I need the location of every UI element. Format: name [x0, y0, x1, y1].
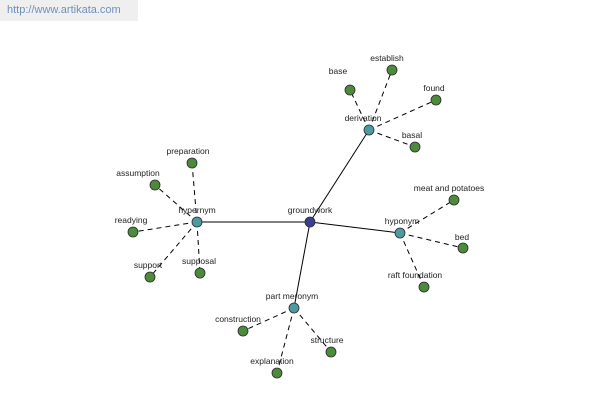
edge-groundwork-hyponym	[309, 221, 401, 234]
edge-hypernym-support	[149, 221, 198, 278]
leaf-label-base[interactable]: base	[329, 66, 348, 76]
leaf-label-structure[interactable]: structure	[310, 335, 343, 345]
category-label-hyponym[interactable]: hyponym	[385, 216, 420, 226]
leaf-node-assumption[interactable]	[149, 179, 161, 191]
leaf-label-supposal[interactable]: supposal	[182, 256, 216, 266]
leaf-label-construction[interactable]: construction	[215, 314, 261, 324]
leaf-node-supposal[interactable]	[194, 267, 206, 279]
leaf-node-base[interactable]	[344, 84, 356, 96]
site-url-watermark[interactable]: http://www.artikata.com	[0, 0, 138, 21]
edge-hyponym-bed	[399, 232, 464, 249]
center-label-groundwork[interactable]: groundwork	[288, 205, 333, 215]
edge-derivation-establish	[368, 69, 393, 131]
leaf-node-construction[interactable]	[237, 325, 249, 337]
edge-part-meronym-explanation	[276, 307, 295, 374]
leaf-node-basal[interactable]	[409, 141, 421, 153]
leaf-label-establish[interactable]: establish	[370, 53, 404, 63]
edge-groundwork-part-meronym	[293, 221, 311, 309]
category-node-derivation[interactable]	[363, 124, 375, 136]
category-label-part-meronym[interactable]: part meronym	[266, 291, 318, 301]
leaf-node-preparation[interactable]	[186, 157, 198, 169]
edge-part-meronym-construction	[242, 307, 295, 332]
leaf-node-support[interactable]	[144, 271, 156, 283]
category-node-part-meronym[interactable]	[288, 302, 300, 314]
edge-derivation-found	[368, 99, 437, 131]
leaf-node-explanation[interactable]	[271, 367, 283, 379]
edge-hypernym-assumption	[154, 184, 198, 223]
category-node-hypernym[interactable]	[191, 216, 203, 228]
leaf-node-raft-foundation[interactable]	[418, 281, 430, 293]
leaf-node-establish[interactable]	[386, 64, 398, 76]
leaf-label-basal[interactable]: basal	[402, 130, 422, 140]
leaf-label-meat-and-potatoes[interactable]: meat and potatoes	[414, 183, 484, 193]
edge-hyponym-meat-and-potatoes	[399, 199, 455, 234]
leaf-label-found[interactable]: found	[423, 83, 445, 93]
leaf-node-structure[interactable]	[325, 346, 337, 358]
category-label-derivation[interactable]: derivation	[345, 113, 382, 123]
edge-hypernym-readying	[132, 221, 198, 233]
leaf-label-bed[interactable]: bed	[455, 232, 469, 242]
category-node-hyponym[interactable]	[394, 227, 406, 239]
leaf-label-support[interactable]: support	[134, 260, 163, 270]
leaf-label-readying[interactable]: readying	[115, 215, 148, 225]
edge-groundwork-derivation	[309, 129, 370, 223]
center-node-groundwork[interactable]	[304, 216, 316, 228]
leaf-node-readying[interactable]	[127, 226, 139, 238]
leaf-node-meat-and-potatoes[interactable]	[448, 194, 460, 206]
leaf-label-raft-foundation[interactable]: raft foundation	[388, 270, 443, 280]
edge-part-meronym-structure	[293, 307, 332, 353]
leaf-label-assumption[interactable]: assumption	[116, 168, 160, 178]
leaf-label-explanation[interactable]: explanation	[250, 356, 294, 366]
leaf-label-preparation[interactable]: preparation	[166, 146, 209, 156]
edge-hyponym-raft-foundation	[399, 232, 425, 288]
edge-hypernym-preparation	[191, 162, 198, 223]
leaf-node-bed[interactable]	[457, 242, 469, 254]
edge-derivation-basal	[368, 129, 416, 148]
category-label-hypernym[interactable]: hypernym	[178, 205, 215, 215]
edge-derivation-base	[349, 89, 370, 131]
leaf-node-found[interactable]	[430, 94, 442, 106]
